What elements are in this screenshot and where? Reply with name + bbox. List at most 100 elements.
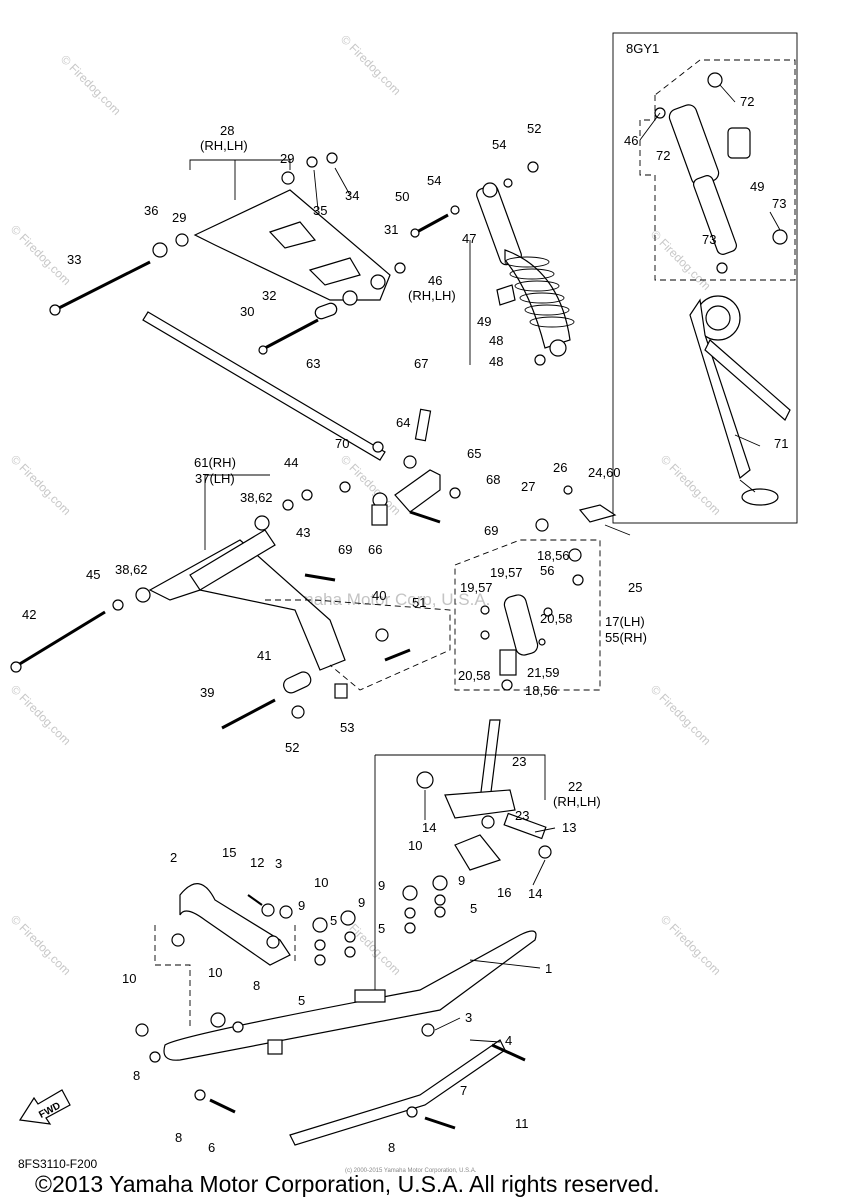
callout: 25 (628, 580, 642, 595)
callout: 23 (512, 754, 526, 769)
callout: 50 (395, 189, 409, 204)
callout: 20,58 (540, 611, 573, 626)
shaft-63 (142, 311, 386, 461)
callout: 70 (335, 436, 349, 451)
callout: 27 (521, 479, 535, 494)
callout: 33 (67, 252, 81, 267)
ski (163, 930, 537, 1061)
callout: 37(LH) (195, 471, 235, 486)
callout: 46 (624, 133, 638, 148)
inset-8gy1: 8GY1 (612, 32, 798, 524)
callout: 36 (144, 203, 158, 218)
inset-border (612, 32, 798, 524)
callout: (RH,LH) (408, 288, 456, 303)
callout: 5 (470, 901, 477, 916)
callout: 48 (489, 354, 503, 369)
fine-print: (c) 2000-2015 Yamaha Motor Corporation, … (345, 1168, 477, 1174)
inset-gauge-face (705, 305, 731, 331)
watermark-text: © Firedog.com (58, 52, 124, 118)
callout: 73 (772, 196, 786, 211)
watermark-center: Yamaha Motor Corp, U.S.A. (280, 590, 490, 609)
copyright-notice: ©2013 Yamaha Motor Corporation, U.S.A. A… (35, 1171, 660, 1197)
callout: 68 (486, 472, 500, 487)
inset-label: 8GY1 (626, 41, 659, 56)
callout: 29 (172, 210, 186, 225)
inset-dashed-outline (639, 59, 796, 281)
watermark-text: © Firedog.com (338, 32, 404, 98)
callout: 5 (378, 921, 385, 936)
steering-column (374, 719, 552, 1000)
callout: 49 (477, 314, 491, 329)
ski-assembly (135, 875, 537, 1146)
callout: 69 (338, 542, 352, 557)
callout: 45 (86, 567, 100, 582)
callout: 14 (528, 886, 542, 901)
inset-nut (772, 229, 788, 245)
callout: 10 (122, 971, 136, 986)
callout: 24,60 (588, 465, 621, 480)
callout: 11 (515, 1116, 529, 1131)
handle (179, 883, 291, 966)
callout: 9 (358, 895, 365, 910)
callout: 54 (492, 137, 506, 152)
shock-absorber (410, 161, 575, 366)
callout: 8 (388, 1140, 395, 1155)
callout: 39 (200, 685, 214, 700)
callout: 42 (22, 607, 36, 622)
watermark-text: © Firedog.com (648, 682, 714, 748)
callout: 1 (545, 961, 552, 976)
inset-shock-body (668, 104, 720, 186)
inset-rod (704, 339, 791, 421)
callout: 29 (280, 151, 294, 166)
watermark-text: © Firedog.com (8, 452, 74, 518)
callout: 5 (330, 913, 337, 928)
callout: 3 (465, 1010, 472, 1025)
callout: 21,59 (527, 665, 560, 680)
callout: 72 (740, 94, 754, 109)
callout: 52 (285, 740, 299, 755)
fwd-arrow: FWD (18, 1089, 71, 1125)
callout: 12 (250, 855, 264, 870)
callout: 10 (208, 965, 222, 980)
callout: 73 (702, 232, 716, 247)
callout: 54 (427, 173, 441, 188)
callout: 15 (222, 845, 236, 860)
callout: 19,57 (460, 580, 493, 595)
watermark-text: © Firedog.com (658, 912, 724, 978)
callout: 53 (340, 720, 354, 735)
lower-arm-assembly (10, 474, 451, 730)
callout: 30 (240, 304, 254, 319)
watermark-text: © Firedog.com (8, 912, 74, 978)
inset-foot (741, 488, 779, 506)
watermarks: © Firedog.com © Firedog.com © Firedog.co… (8, 32, 724, 978)
callout: 26 (553, 460, 567, 475)
callout: 43 (296, 525, 310, 540)
callout: 64 (396, 415, 410, 430)
callout: 8 (133, 1068, 140, 1083)
callout: 55(RH) (605, 630, 647, 645)
callout: 9 (458, 873, 465, 888)
leader-lines (234, 84, 781, 1043)
callout: (RH,LH) (553, 794, 601, 809)
callout: 9 (378, 878, 385, 893)
inset-bushing (716, 262, 728, 274)
callouts: 1 2 3 3 4 5 5 5 5 6 7 8 8 8 8 9 9 9 9 10… (22, 94, 788, 1155)
callout: 38,62 (115, 562, 148, 577)
callout: 61(RH) (194, 455, 236, 470)
inset-arm (689, 298, 751, 480)
callout: 10 (314, 875, 328, 890)
callout: 72 (656, 148, 670, 163)
callout: 22 (568, 779, 582, 794)
inset-boot (727, 127, 751, 159)
callout: 7 (460, 1083, 467, 1098)
callout: 18,56 (525, 683, 558, 698)
callout: 46 (428, 273, 442, 288)
callout: 28 (220, 123, 234, 138)
callout: 19,57 (490, 565, 523, 580)
callout: 18,56 (537, 548, 570, 563)
callout: 48 (489, 333, 503, 348)
callout: 31 (384, 222, 398, 237)
callout: 47 (462, 231, 476, 246)
inset-nut (707, 72, 723, 88)
